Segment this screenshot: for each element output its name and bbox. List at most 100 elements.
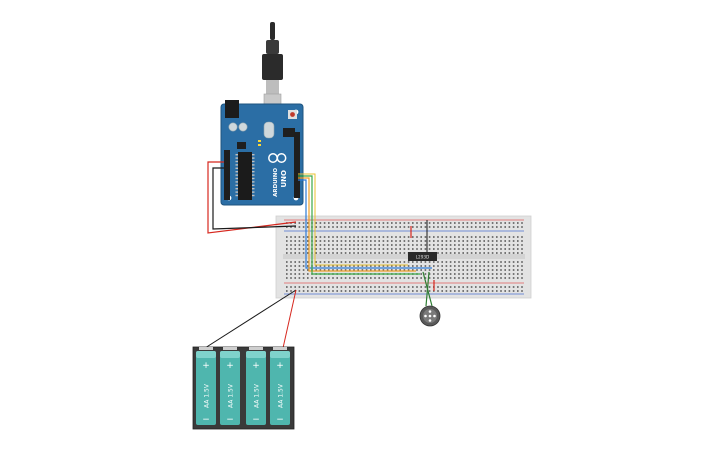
arduino-logo: [268, 153, 287, 163]
l293d-chip[interactable]: L293D: [408, 252, 437, 261]
breadboard-hole: [458, 248, 460, 250]
battery-pack[interactable]: +AA 1.5V−+AA 1.5V−+AA 1.5V−+AA 1.5V−: [192, 346, 295, 430]
breadboard-hole: [361, 286, 364, 288]
breadboard-hole: [382, 265, 385, 267]
breadboard-hole: [416, 269, 418, 271]
breadboard-hole: [407, 261, 410, 263]
breadboard-hole: [399, 240, 401, 242]
breadboard-hole: [445, 222, 448, 224]
breadboard-hole: [517, 222, 519, 224]
breadboard-hole: [340, 286, 343, 288]
breadboard-hole: [311, 286, 313, 288]
cell-top: [270, 351, 290, 358]
wire-red-battery[interactable]: [282, 289, 297, 349]
breadboard-hole: [441, 236, 443, 238]
breadboard-hole: [454, 290, 456, 292]
breadboard-hole: [357, 248, 359, 250]
breadboard-hole: [370, 265, 372, 267]
breadboard-hole: [487, 269, 490, 271]
breadboard-hole: [424, 240, 427, 242]
breadboard-hole: [323, 261, 326, 263]
breadboard-hole: [491, 252, 494, 254]
breadboard-hole: [491, 222, 494, 224]
breadboard-hole: [416, 265, 418, 267]
breadboard-hole: [332, 240, 334, 242]
breadboard-hole: [370, 222, 372, 224]
breadboard-hole: [328, 290, 330, 292]
breadboard-hole: [353, 286, 355, 288]
breadboard-hole: [370, 277, 372, 279]
breadboard-hole: [445, 248, 448, 250]
breadboard-hole: [412, 226, 414, 228]
breadboard-hole: [412, 222, 414, 224]
breadboard-hole: [344, 286, 347, 288]
breadboard-hole: [378, 222, 380, 224]
breadboard-hole: [508, 236, 511, 238]
breadboard-hole: [319, 261, 322, 263]
motor-pin: [428, 314, 432, 318]
wire-black-battery[interactable]: [204, 289, 297, 349]
usb-cable[interactable]: [262, 22, 283, 113]
breadboard-hole: [483, 286, 485, 288]
breadboard-hole: [496, 277, 498, 279]
wire-blue-signal[interactable]: [298, 179, 432, 269]
breadboard-hole: [403, 244, 406, 246]
breadboard-hole: [302, 244, 305, 246]
breadboard-hole: [378, 261, 380, 263]
breadboard-hole: [424, 261, 427, 263]
breadboard-hole: [454, 236, 456, 238]
arduino-board[interactable]: ARDUINO UNO: [220, 100, 304, 206]
breadboard-hole: [298, 226, 301, 228]
breadboard-hole: [445, 244, 448, 246]
breadboard-hole: [399, 236, 401, 238]
breadboard-hole: [332, 261, 334, 263]
breadboard-hole: [496, 290, 498, 292]
breadboard-hole: [290, 273, 292, 275]
breadboard-hole: [420, 261, 422, 263]
breadboard-hole: [445, 240, 448, 242]
breadboard-hole: [508, 265, 511, 267]
wire-green-motor-b[interactable]: [425, 271, 430, 307]
capacitor: [238, 122, 248, 132]
breadboard-hole: [500, 248, 502, 250]
breadboard-hole: [420, 290, 422, 292]
breadboard-hole: [298, 248, 301, 250]
breadboard-hole: [458, 269, 460, 271]
breadboard-hole: [433, 269, 435, 271]
breadboard-hole: [449, 240, 452, 242]
chip-pin: [252, 154, 255, 156]
breadboard-hole: [466, 222, 469, 224]
breadboard-hole: [374, 244, 376, 246]
breadboard-hole: [302, 265, 305, 267]
breadboard-hole: [424, 226, 427, 228]
breadboard-hole: [454, 286, 456, 288]
wire-green-signal[interactable]: [298, 175, 420, 275]
breadboard-hole: [361, 277, 364, 279]
breadboard-hole: [290, 286, 292, 288]
breadboard-hole: [361, 261, 364, 263]
breadboard-hole: [370, 226, 372, 228]
chip-pin: [235, 157, 238, 159]
breadboard-hole: [462, 273, 464, 275]
breadboard[interactable]: [275, 215, 532, 299]
breadboard-hole: [386, 269, 389, 271]
breadboard-hole: [336, 252, 338, 254]
breadboard-hole: [517, 265, 519, 267]
vibration-motor[interactable]: [419, 305, 441, 327]
wire-black-gnd[interactable]: [212, 167, 297, 230]
breadboard-hole: [470, 290, 473, 292]
breadboard-hole: [496, 269, 498, 271]
breadboard-hole: [286, 248, 288, 250]
breadboard-hole: [462, 286, 464, 288]
breadboard-hole: [491, 244, 494, 246]
breadboard-hole: [349, 277, 351, 279]
wire-yellow-signal[interactable]: [298, 173, 408, 266]
breadboard-hole: [449, 226, 452, 228]
breadboard-hole: [403, 286, 406, 288]
wire-orange-signal[interactable]: [298, 177, 416, 272]
breadboard-hole: [353, 269, 355, 271]
breadboard-hole: [487, 277, 490, 279]
breadboard-hole: [403, 277, 406, 279]
